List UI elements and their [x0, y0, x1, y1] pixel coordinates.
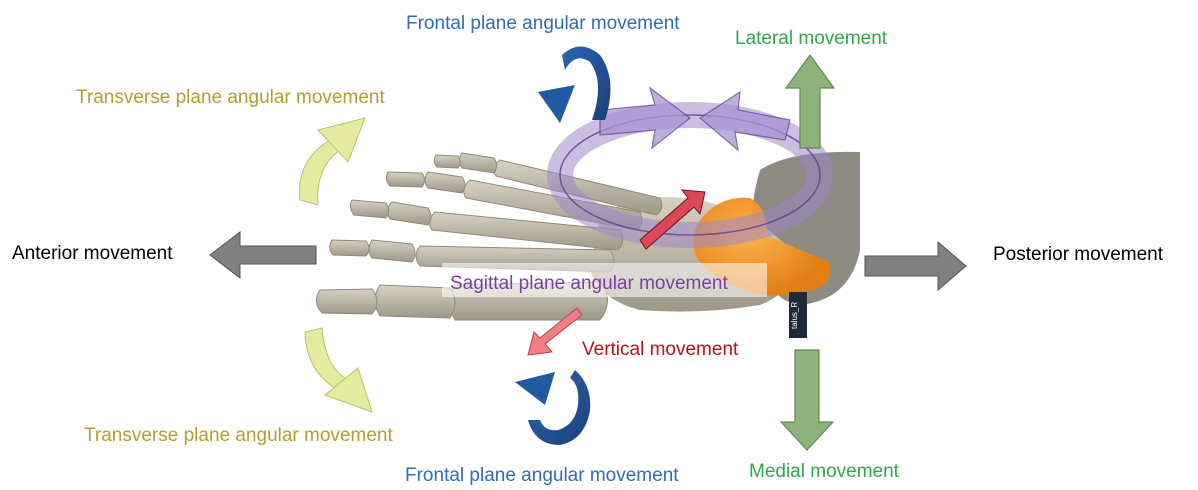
talus-tag: talus_R — [789, 292, 807, 338]
frontal-bottom-arrowhead-icon — [515, 372, 555, 405]
posterior-arrow-icon — [865, 242, 966, 290]
posterior-movement-label: Posterior movement — [993, 244, 1163, 266]
phalanx-4a — [425, 172, 465, 193]
frontal-arrow-bottom — [515, 370, 590, 445]
phalanx-3b — [350, 200, 388, 218]
transverse-plane-label-bottom: Transverse plane angular movement — [84, 425, 393, 447]
phalanx-4b — [386, 172, 424, 187]
sagittal-plane-label: Sagittal plane angular movement — [450, 273, 728, 295]
phalanx-2a — [369, 240, 415, 262]
frontal-arrow-top — [538, 47, 610, 124]
phalanx-3a — [387, 202, 431, 225]
frontal-top-arrowhead-icon — [538, 85, 575, 123]
vertical-movement-label: Vertical movement — [582, 339, 738, 361]
phalanx-1b — [316, 289, 377, 314]
medial-arrow-icon — [781, 350, 833, 450]
phalanx-2b — [330, 240, 369, 256]
phalanx-5b — [434, 155, 460, 168]
transverse-arrow-bottom — [305, 328, 372, 412]
transverse-arrow-top — [300, 118, 365, 205]
medial-movement-label: Medial movement — [749, 461, 899, 483]
phalanx-5a — [460, 153, 497, 173]
anterior-movement-label: Anterior movement — [12, 243, 173, 265]
transverse-plane-label-top: Transverse plane angular movement — [76, 87, 385, 109]
lateral-movement-label: Lateral movement — [735, 28, 887, 50]
anterior-arrow-icon — [210, 232, 316, 278]
frontal-plane-label-bottom: Frontal plane angular movement — [405, 465, 679, 487]
frontal-plane-label-top: Frontal plane angular movement — [406, 13, 680, 35]
